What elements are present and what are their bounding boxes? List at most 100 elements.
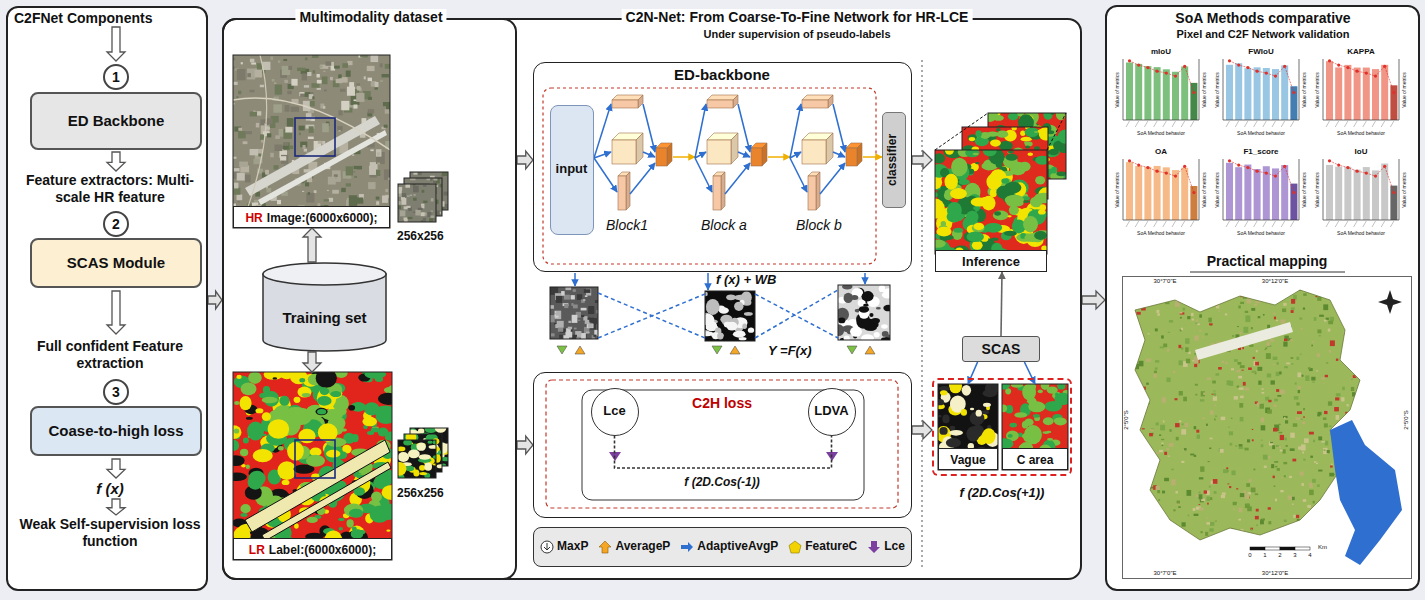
cube-side (816, 172, 820, 210)
texture-patch (1243, 490, 1246, 493)
texture-patch (238, 128, 242, 131)
texture-blob (403, 440, 412, 445)
flow-arrow (643, 152, 655, 157)
focus-box (295, 118, 335, 156)
texture-blob (1005, 388, 1011, 394)
texture-blob (400, 453, 406, 458)
flow-arrow (738, 104, 750, 152)
texture-patch (1162, 491, 1165, 494)
tick-mark (1363, 221, 1367, 227)
texture-blob (398, 447, 405, 452)
texture-patch (356, 83, 360, 85)
texture-patch (398, 187, 402, 191)
texture-blob (871, 318, 880, 323)
texture-blob (842, 285, 852, 290)
bar (1363, 167, 1370, 220)
texture-patch (1183, 308, 1186, 311)
bar (1163, 69, 1170, 120)
texture-blob (398, 462, 407, 476)
metric-dot (1292, 191, 1295, 194)
metric-dot (1346, 66, 1349, 69)
texture-blob (233, 472, 247, 481)
bar (1172, 170, 1179, 220)
image (1129, 283, 1372, 549)
tick-mark (1254, 221, 1258, 227)
flow-arrow (107, 459, 125, 478)
tick-mark (1381, 121, 1385, 127)
texture-patch (581, 315, 584, 317)
texture-blob (994, 211, 1001, 215)
texture-patch (1291, 357, 1294, 359)
metric-dot (1274, 74, 1277, 77)
texture-patch (1154, 373, 1157, 377)
texture-patch (327, 190, 329, 191)
texture-patch (357, 86, 360, 91)
texture-patch (410, 194, 412, 196)
down-marker (847, 346, 857, 354)
texture-patch (238, 201, 240, 203)
cube-front (713, 176, 721, 210)
texture-blob (339, 527, 343, 531)
texture-patch (308, 137, 314, 139)
image-base (233, 372, 392, 560)
texture-blob (954, 228, 964, 233)
texture-patch (1182, 522, 1186, 526)
texture-patch (1173, 509, 1175, 511)
texture-patch (1275, 499, 1277, 502)
texture-patch (594, 330, 598, 336)
texture-patch (1147, 475, 1151, 478)
bar (1326, 165, 1333, 220)
texture-blob (248, 372, 262, 384)
texture-blob (1008, 151, 1014, 154)
bar (1135, 64, 1142, 120)
bar (1372, 69, 1379, 120)
texture-patch (375, 87, 378, 89)
bar (1290, 184, 1297, 220)
texture-patch (382, 195, 388, 202)
texture-patch (1280, 319, 1285, 323)
texture-patch (300, 94, 305, 97)
image-frame (550, 287, 598, 339)
texture-patch (559, 335, 563, 339)
bar (1144, 66, 1151, 120)
texture-patch (383, 102, 390, 106)
texture-patch (1318, 470, 1322, 472)
texture-blob (419, 454, 431, 460)
texture-blob (367, 431, 374, 435)
texture-patch (324, 89, 327, 91)
image (705, 291, 755, 341)
texture-patch (283, 146, 290, 149)
tick-mark (1226, 121, 1230, 127)
texture-patch (1129, 387, 1133, 392)
bar (1172, 72, 1179, 120)
texture-blob (263, 386, 270, 394)
texture-patch (1227, 483, 1229, 485)
texture-patch (1131, 438, 1134, 441)
texture-blob (234, 428, 240, 433)
texture-blob (297, 387, 311, 398)
texture-patch (1327, 450, 1330, 453)
texture-patch (1329, 473, 1334, 477)
bar (1126, 62, 1133, 120)
texture-patch (407, 195, 410, 197)
stack-line (1047, 113, 1066, 150)
texture-patch (267, 133, 271, 137)
texture-patch (1228, 426, 1230, 428)
texture-patch (1239, 508, 1243, 513)
texture-patch (574, 328, 577, 330)
texture-patch (299, 126, 305, 131)
metric-dot (1174, 174, 1177, 177)
texture-patch (1147, 492, 1149, 493)
cube-side (731, 133, 738, 164)
texture-patch (564, 295, 570, 300)
texture-patch (233, 157, 236, 159)
texture-patch (1225, 362, 1227, 364)
texture-blob (844, 293, 853, 303)
texture-patch (1333, 474, 1335, 476)
texture-patch (329, 198, 333, 202)
texture-patch (430, 179, 432, 181)
texture-blob (1012, 127, 1017, 131)
texture-blob (234, 401, 239, 405)
texture-patch (368, 78, 372, 81)
up-marker (865, 346, 875, 354)
